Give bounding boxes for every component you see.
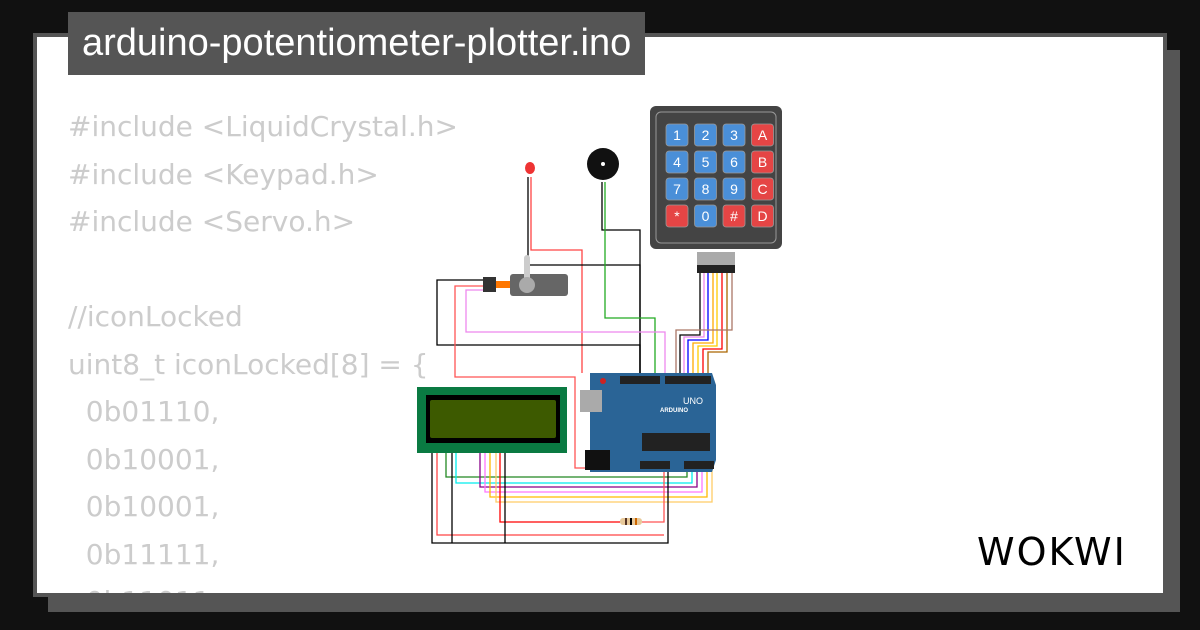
code-preview: #include <LiquidCrystal.h> #include <Key… [68,103,458,593]
buzzer [587,148,619,180]
keypad-key [694,123,717,147]
keypad-key-label: 3 [730,127,738,143]
code-line: 0b01110, [68,395,220,428]
arduino-model: UNO [683,396,703,406]
resistor [620,518,642,525]
code-line: 0b11011, [68,585,220,593]
led-red [525,162,535,174]
code-line: uint8_t iconLocked[8] = { [68,347,429,381]
keypad-key [694,204,717,228]
wokwi-logo: WOKWI [977,530,1127,574]
code-line: 0b10001, [68,442,220,476]
wokwi-logo-text: WOKWI [977,530,1127,574]
keypad-key [665,177,689,201]
keypad-key-label: 9 [730,181,738,197]
keypad-key [694,177,717,201]
keypad-key-label: D [757,208,767,224]
keypad-key [722,177,746,201]
keypad-key-label: B [758,154,767,170]
keypad-key-label: 1 [673,127,681,143]
arduino-brand: ARDUINO [660,408,688,414]
keypad-key [751,177,774,201]
keypad-key [722,204,746,228]
wires [431,177,733,544]
code-line: //iconLocked [68,300,243,333]
code-line: #include <Keypad.h> [68,157,379,191]
keypad-key-label: 6 [730,154,738,170]
keypad-key [665,123,689,147]
keypad-key-label: 8 [702,181,710,197]
keypad-key-label: C [757,181,767,197]
lcd-display [417,387,567,453]
keypad-key [722,150,746,174]
servo-motor [483,255,568,296]
keypad-key [665,204,689,228]
code-line: #include <Servo.h> [68,205,356,238]
code-line: 0b11111, [68,537,220,571]
keypad-key-label: 0 [702,208,710,224]
keypad-key-label: 2 [702,127,710,143]
keypad-key [665,150,689,174]
keypad-key-label: * [674,208,680,224]
keypad-key-label: 4 [673,154,681,170]
keypad-key [751,150,774,174]
keypad: 1 2 3 A 4 5 6 B 7 8 9 C * 0 # D [650,106,782,273]
keypad-key-label: # [730,208,738,224]
arduino-uno: ARDUINO UNO [580,373,716,472]
keypad-key-label: 7 [673,181,681,197]
code-line: 0b10001, [68,490,220,523]
keypad-key [694,150,717,174]
keypad-key [751,123,774,147]
project-title: arduino-potentiometer-plotter.ino [68,12,646,75]
keypad-key [722,123,746,147]
keypad-key-label: A [758,127,768,143]
keypad-key-label: 5 [702,154,710,170]
code-line: #include <LiquidCrystal.h> [68,110,458,143]
preview-card: #include <LiquidCrystal.h> #include <Key… [33,33,1167,597]
keypad-key [751,204,774,228]
